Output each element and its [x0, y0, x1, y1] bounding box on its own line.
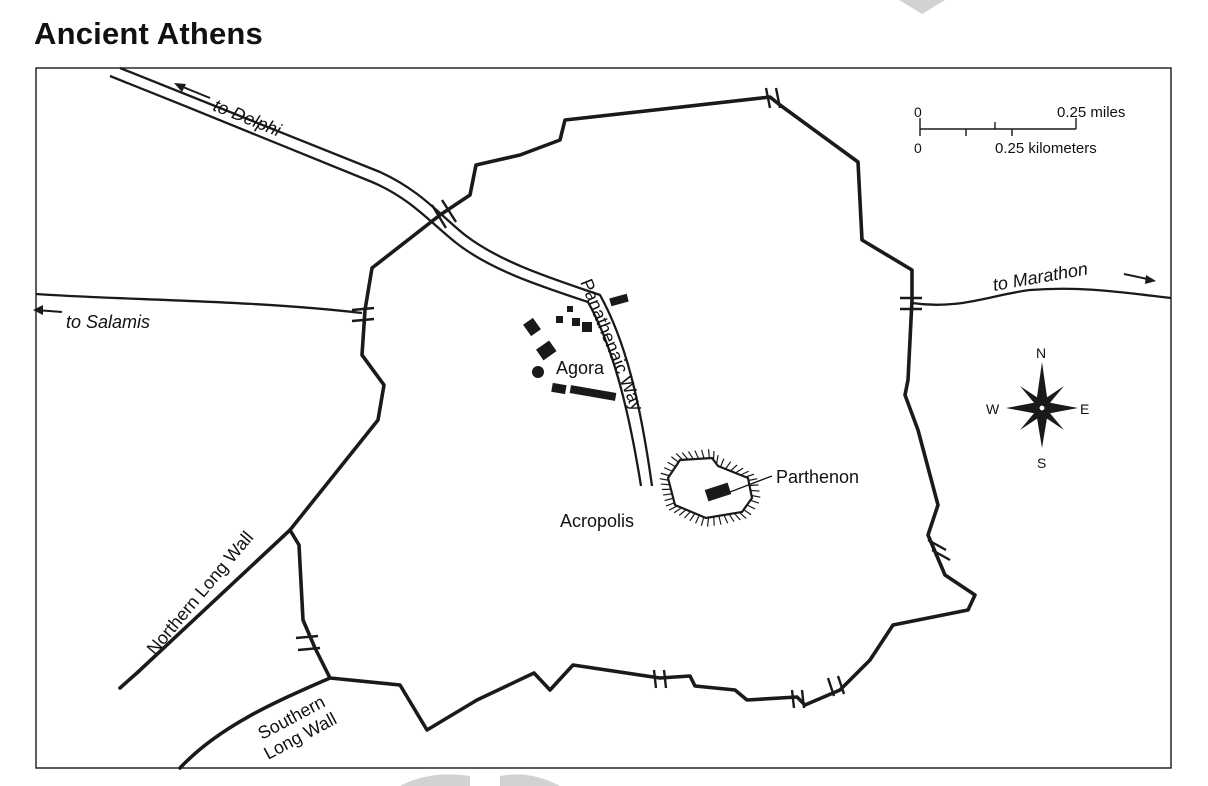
scale-zero-miles: 0 — [914, 104, 922, 120]
hachure-tick — [678, 509, 687, 516]
label-northern-long-wall: Northern Long Wall — [143, 527, 258, 658]
map-frame — [35, 67, 1172, 769]
hachure-tick — [748, 478, 758, 482]
hachure-tick — [740, 470, 749, 476]
hachure-tick — [663, 493, 673, 496]
hachure-tick — [673, 507, 682, 514]
city-wall-west — [288, 213, 442, 532]
hachure-tick — [660, 483, 670, 486]
hachure-tick — [718, 515, 722, 525]
acropolis-hill — [659, 449, 761, 527]
scale-km-label: 0.25 kilometers — [995, 140, 1097, 157]
hachure-tick — [683, 511, 691, 519]
hachure-tick — [659, 478, 669, 481]
hachure-tick — [713, 516, 715, 526]
arrow-to-marathon — [1123, 273, 1156, 284]
road-to-delphi — [119, 66, 654, 487]
southern-long-wall — [178, 676, 332, 770]
arrow-to-salamis — [33, 305, 63, 315]
scale-zero-km: 0 — [914, 140, 922, 156]
gates — [295, 87, 951, 709]
hachure-tick — [739, 511, 747, 519]
hachure-tick — [660, 472, 670, 477]
hachure-tick — [668, 505, 678, 511]
hachure-tick — [743, 509, 752, 516]
hachure-tick — [750, 489, 760, 492]
road-to-delphi-inner — [109, 74, 643, 487]
scale-miles-label: 0.25 miles — [1057, 104, 1125, 121]
hachure-tick — [723, 514, 729, 524]
hachure-tick — [701, 449, 705, 459]
hachure-tick — [735, 467, 744, 474]
label-parthenon: Parthenon — [776, 467, 859, 487]
label-to-delphi: to Delphi — [211, 95, 285, 141]
compass-north: N — [1036, 345, 1046, 361]
hachure-tick — [707, 449, 710, 459]
road-to-salamis — [35, 292, 363, 315]
city-wall — [288, 95, 977, 732]
hachure-tick — [751, 494, 761, 498]
compass-west: W — [986, 401, 1000, 417]
label-to-salamis: to Salamis — [66, 312, 150, 332]
watermark-shape-bottom — [400, 774, 560, 786]
hachure-tick — [725, 461, 732, 470]
hachure-tick — [715, 455, 719, 465]
agora-buildings — [523, 293, 629, 401]
hachure-tick — [670, 456, 679, 463]
scale-bar: 0 0.25 miles 0 0.25 kilometers — [914, 104, 1125, 157]
hachure-tick — [687, 451, 694, 460]
hachure-tick — [700, 516, 705, 526]
road-to-marathon — [911, 287, 1172, 306]
hachure-tick — [749, 484, 759, 487]
hachure-tick — [730, 464, 738, 472]
hachure-tick — [706, 517, 710, 527]
hachure-tick — [664, 497, 674, 502]
compass-south: S — [1037, 455, 1046, 471]
northern-long-wall-ext — [118, 670, 140, 690]
label-acropolis: Acropolis — [560, 511, 634, 531]
hachure-tick — [665, 502, 675, 507]
watermark-triangle — [899, 0, 945, 14]
arrow-to-delphi — [174, 83, 211, 99]
hachure-tick — [667, 461, 676, 468]
parthenon-building — [704, 482, 732, 502]
hachure-tick — [694, 450, 700, 460]
hachure-tick — [695, 514, 700, 524]
hachure-tick — [728, 513, 735, 522]
hachure-tick — [745, 473, 755, 478]
page-title: Ancient Athens — [34, 16, 264, 51]
hachure-tick — [689, 513, 696, 522]
hachure-tick — [675, 453, 684, 461]
hachure-tick — [681, 452, 689, 460]
label-agora: Agora — [556, 358, 605, 378]
northern-long-wall — [136, 528, 292, 674]
hachure-tick — [719, 458, 725, 468]
hachure-tick — [663, 467, 673, 472]
hachure-tick — [733, 512, 741, 521]
hachure-tick — [750, 499, 760, 504]
parthenon-leader-line — [729, 475, 773, 493]
compass-east: E — [1080, 401, 1089, 417]
compass-rose-icon: N S W E — [986, 345, 1089, 471]
hachure-tick — [746, 504, 756, 510]
